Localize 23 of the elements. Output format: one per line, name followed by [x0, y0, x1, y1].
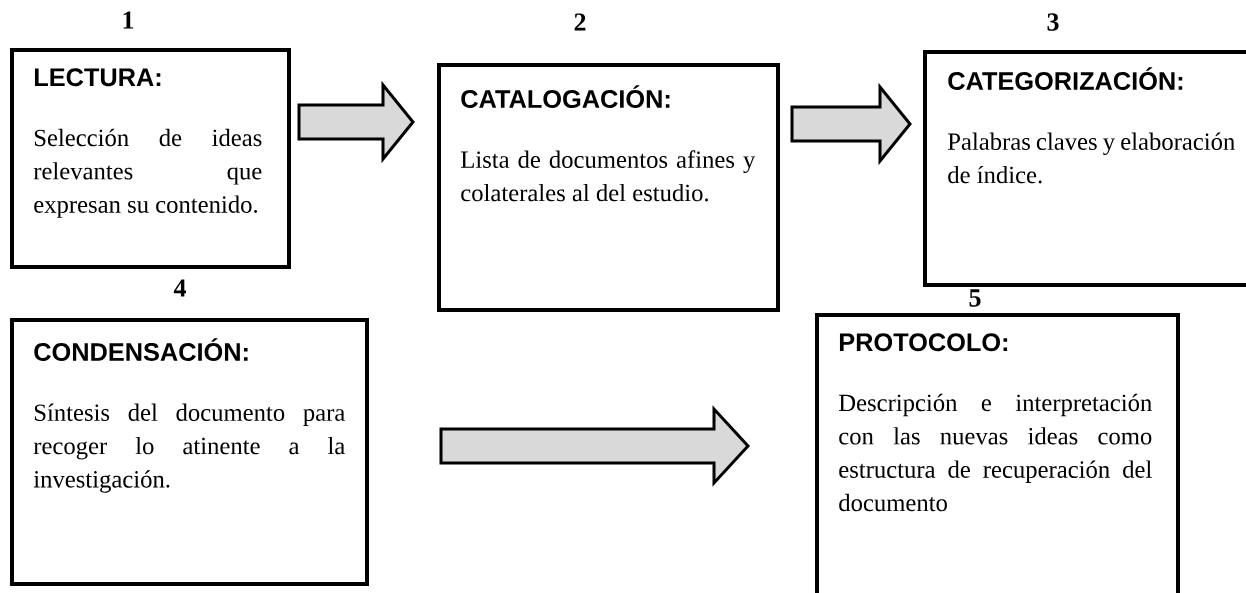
step-description: Síntesis del documento para recoger lo atinente a la investigación.	[33, 403, 345, 493]
step-heading: CONDENSACIÓN:	[34, 338, 248, 361]
process-box	[10, 48, 291, 269]
process-box	[10, 318, 369, 586]
step-number: 2	[574, 13, 586, 31]
process-box	[815, 313, 1180, 593]
process-box	[437, 63, 780, 312]
process-box	[923, 50, 1246, 287]
step-number: 1	[123, 11, 134, 29]
step-description: Palabras claves y elaboración de índice.	[948, 132, 1235, 184]
step-heading: CATEGORIZACIÓN:	[948, 67, 1183, 90]
step-number: 5	[969, 289, 981, 307]
step-description: Selección de ideas relevantes que expresan su contenido.	[33, 128, 262, 218]
step-heading: CATALOGACIÓN:	[461, 85, 670, 108]
block-arrow	[297, 80, 415, 164]
step-number: 4	[173, 279, 186, 297]
step-heading: PROTOCOLO:	[839, 333, 1008, 352]
step-number: 3	[1047, 13, 1059, 31]
step-description: Descripción e interpretación con las nuevas ideas como estructura de recuperación del documento	[839, 393, 1152, 512]
step-description: Lista de documentos afines y colaterales al del estudio.	[461, 150, 756, 202]
block-arrow	[439, 405, 751, 487]
block-arrow	[790, 82, 912, 166]
step-heading: LECTURA:	[34, 68, 161, 87]
